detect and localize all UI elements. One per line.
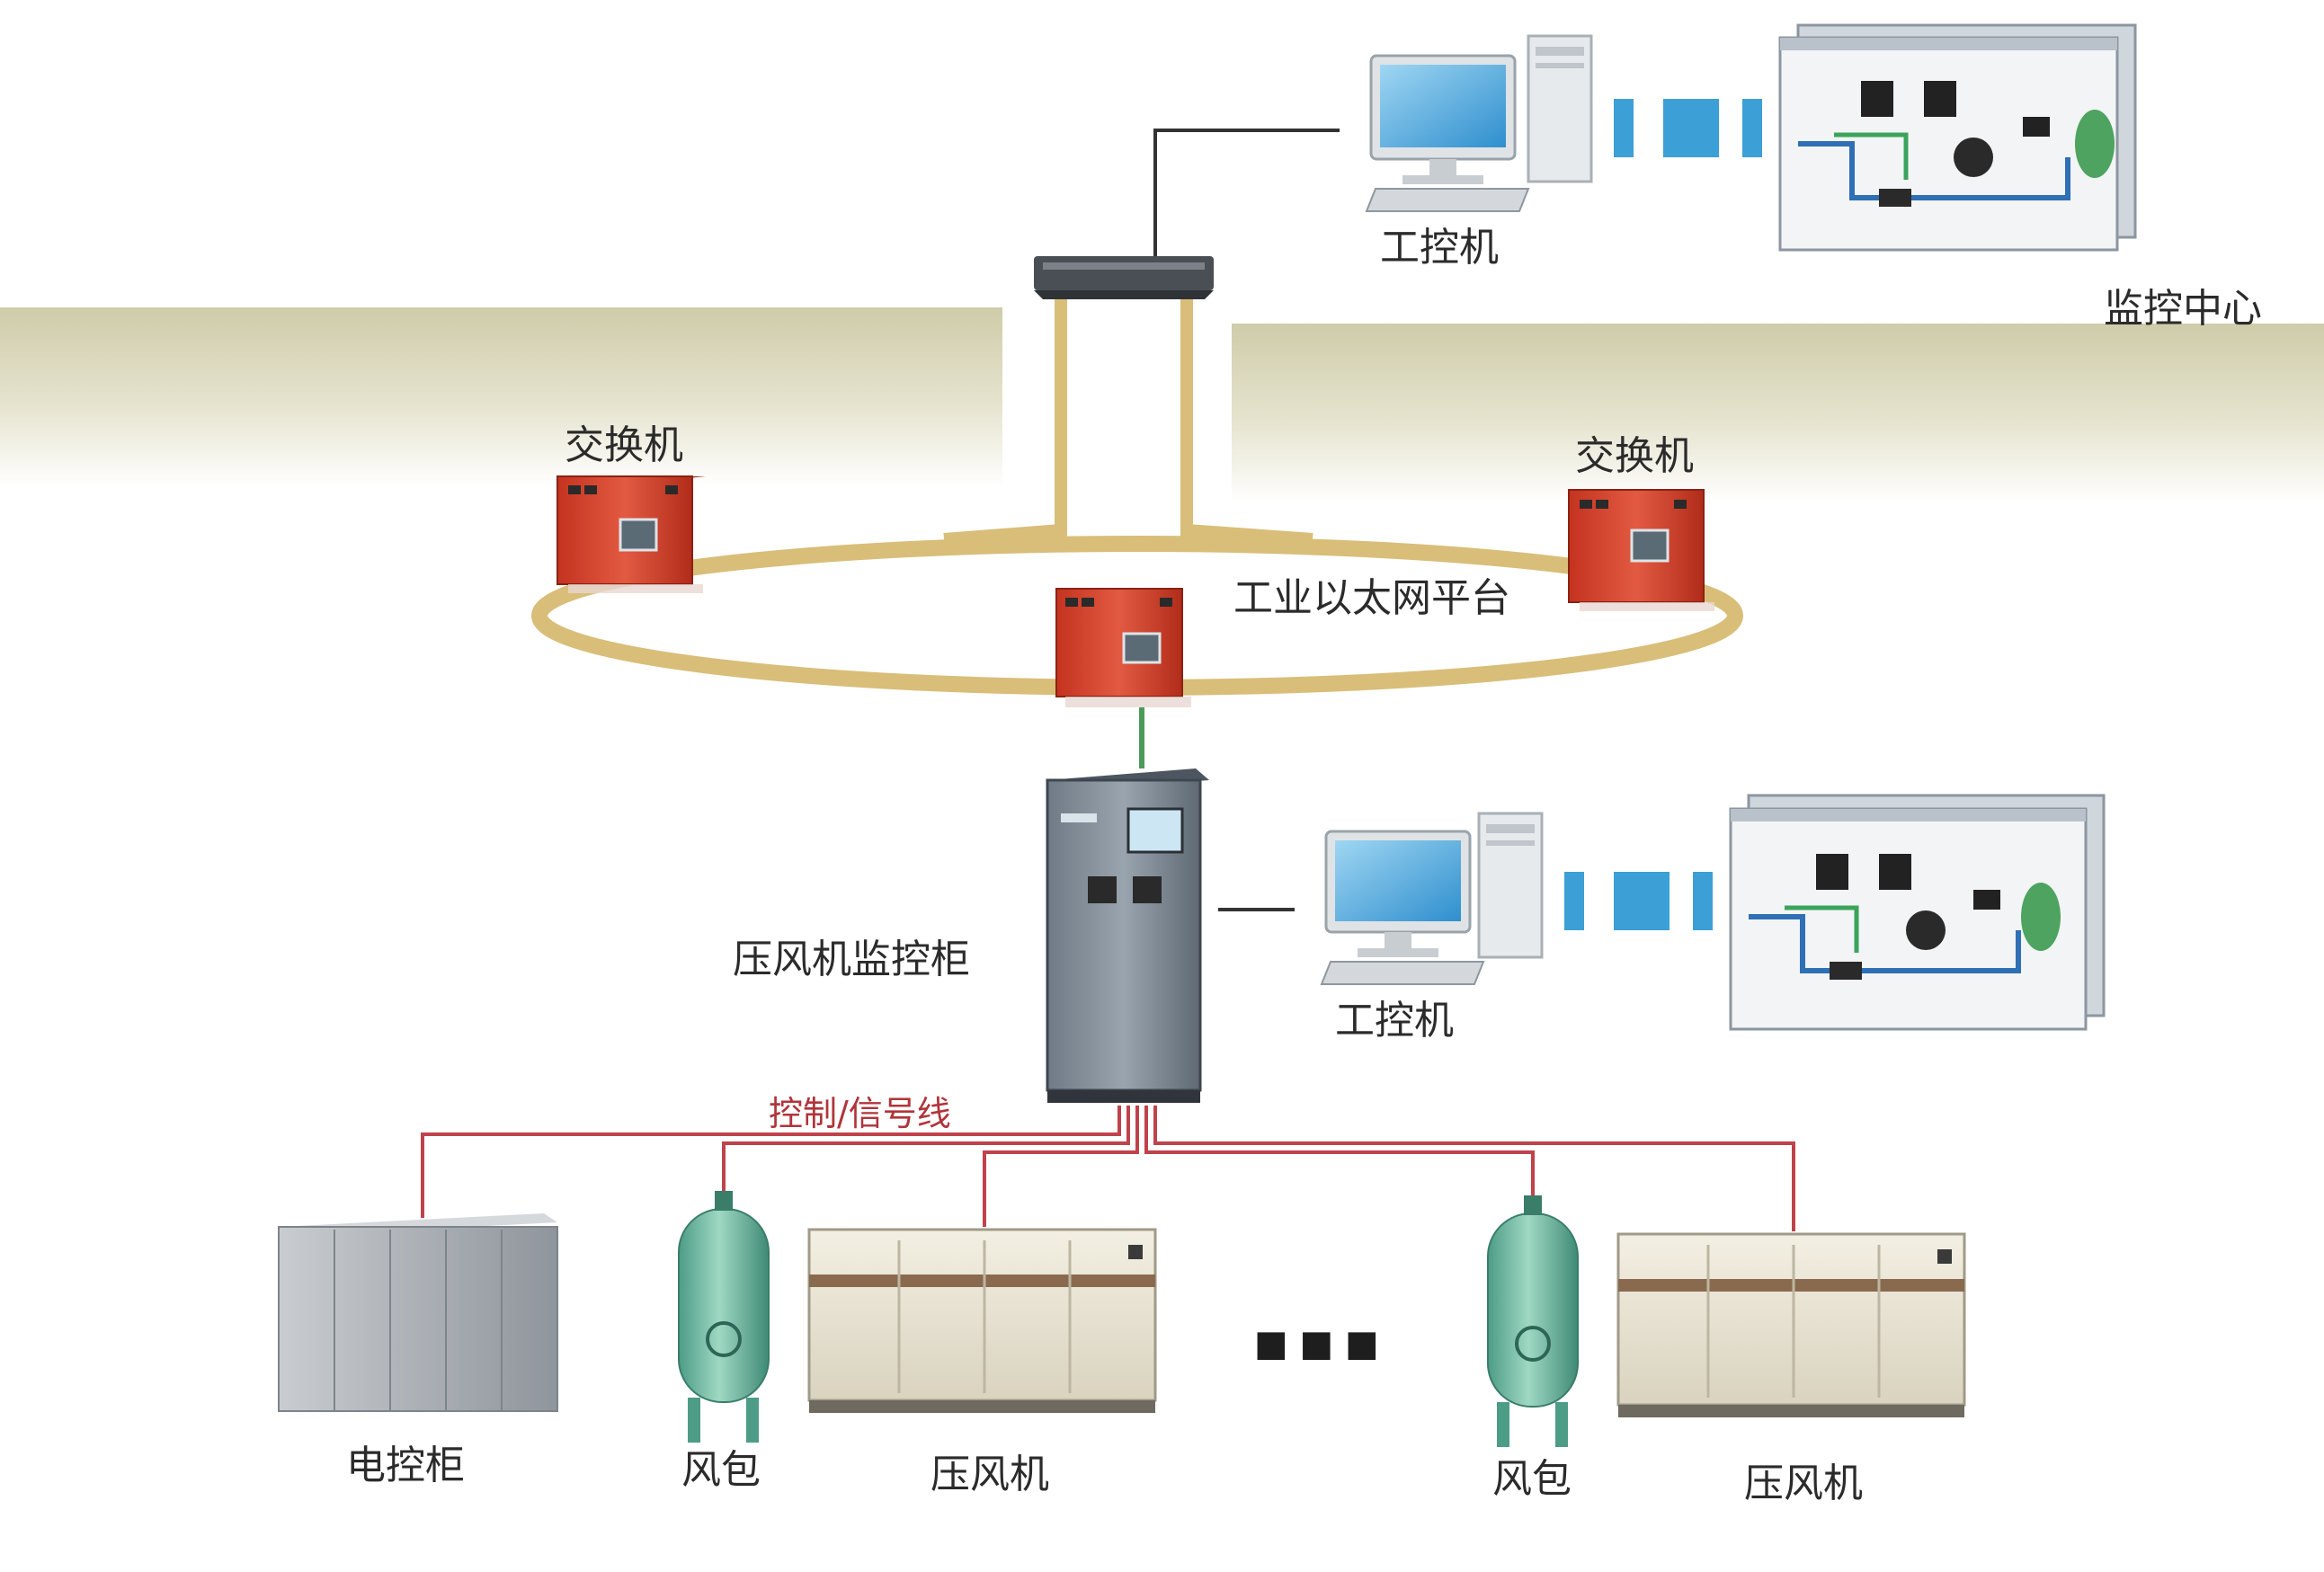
label-ethernet-platform: 工业以太网平台 <box>1233 575 1510 621</box>
link-dashes-mid <box>1564 872 1713 930</box>
label-ipc-top: 工控机 <box>1380 225 1499 271</box>
label-signal-line: 控制/信号线 <box>769 1094 951 1133</box>
label-air-tank-2: 风包 <box>1492 1456 1572 1502</box>
air-tank-2 <box>1487 1195 1579 1447</box>
background-band <box>0 307 2324 503</box>
link-dashes-top <box>1614 99 1762 157</box>
label-monitor-center: 监控中心 <box>2104 286 2262 332</box>
scada-screen-top <box>1778 23 2137 252</box>
label-switch-left: 交换机 <box>565 422 683 468</box>
label-switch-right: 交换机 <box>1575 433 1694 479</box>
ipc-top <box>1365 34 1593 212</box>
cable-router-to-ipc <box>1153 129 1340 270</box>
label-electric-cabinet: 电控柜 <box>346 1443 465 1488</box>
label-air-tank-1: 风包 <box>681 1447 761 1493</box>
switch-center <box>1055 588 1191 707</box>
label-monitor-cabinet: 压风机监控柜 <box>733 937 970 982</box>
air-tank-1 <box>678 1191 770 1443</box>
electric-cabinet <box>278 1213 558 1412</box>
compressor-1 <box>807 1228 1157 1413</box>
signal-lines <box>421 1106 1795 1231</box>
compressor-2 <box>1616 1232 1966 1417</box>
label-ellipsis: ■ ■ ■ <box>1254 1323 1379 1364</box>
ipc-mid <box>1320 812 1544 985</box>
core-switch <box>1034 256 1214 299</box>
switch-right <box>1568 489 1714 611</box>
monitor-cabinet <box>1046 768 1209 1103</box>
switch-left <box>557 475 706 593</box>
label-ipc-mid: 工控机 <box>1335 998 1454 1044</box>
scada-screen-mid <box>1729 794 2106 1031</box>
ring-uplinks <box>943 288 1313 546</box>
label-compressor-2: 压风机 <box>1744 1461 1863 1506</box>
label-compressor-1: 压风机 <box>930 1452 1049 1497</box>
